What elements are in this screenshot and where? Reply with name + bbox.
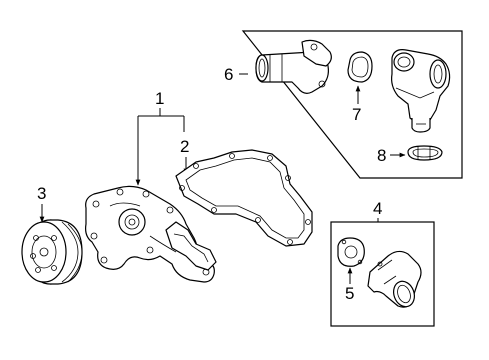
- thermostat-group-box: [241, 30, 463, 179]
- leader-1: [137, 108, 184, 183]
- callout-2: 2: [180, 137, 189, 156]
- thermostat-gasket-part[interactable]: [407, 145, 443, 161]
- water-pump-part[interactable]: [85, 185, 215, 283]
- outlet-group-box: [330, 221, 435, 327]
- callout-8: 8: [377, 146, 386, 165]
- seal-ring-part[interactable]: [347, 51, 373, 83]
- callout-5: 5: [345, 284, 354, 303]
- callout-3: 3: [37, 184, 46, 203]
- water-pump-gasket-part[interactable]: [165, 149, 313, 271]
- outlet-gasket-part[interactable]: [337, 237, 365, 267]
- thermostat-housing-part[interactable]: [391, 49, 451, 133]
- thermostat-housing-cover-part[interactable]: [255, 39, 332, 94]
- callout-4: 4: [373, 199, 382, 218]
- callout-7: 7: [352, 105, 361, 124]
- pulley-part[interactable]: [21, 219, 83, 285]
- callout-6: 6: [224, 65, 233, 84]
- callout-1: 1: [155, 89, 164, 108]
- coolant-outlet-part[interactable]: [367, 250, 422, 309]
